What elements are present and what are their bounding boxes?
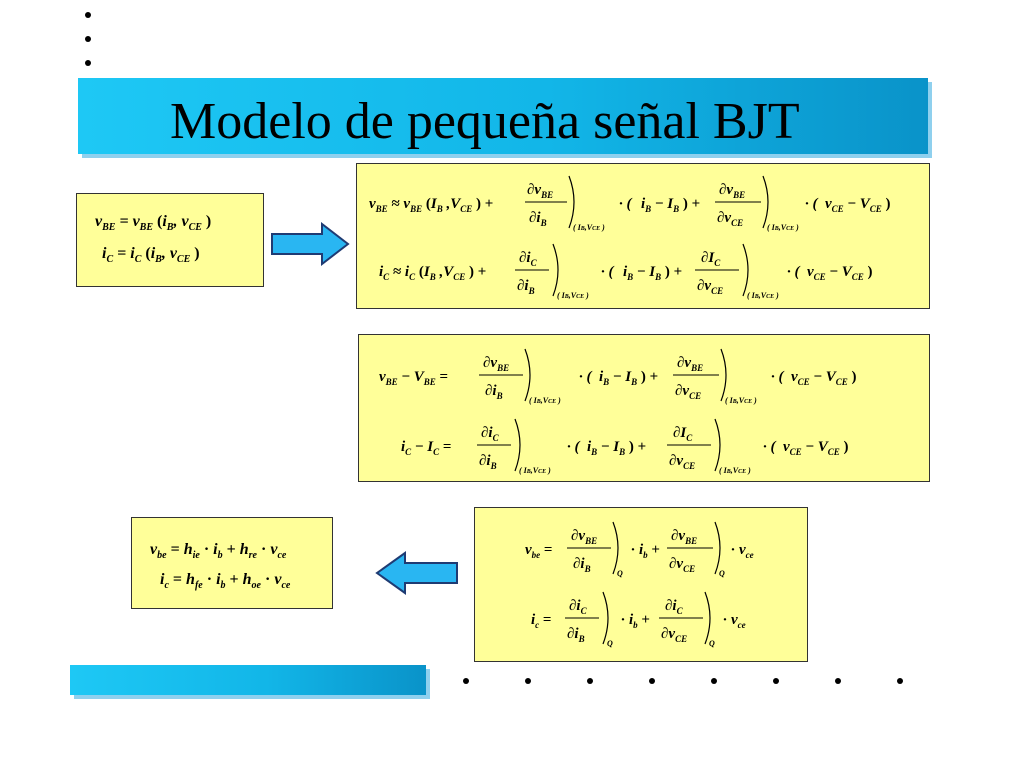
svg-text:ib +: ib + (639, 542, 660, 560)
svg-text:· (: · ( (579, 369, 593, 385)
svg-text:∂iC: ∂iC (569, 598, 588, 616)
bullet-dot (85, 12, 91, 18)
bullet-dot (897, 678, 903, 684)
svg-text:Q: Q (719, 569, 725, 578)
svg-text:∂iC: ∂iC (665, 598, 684, 616)
svg-text:∂iC: ∂iC (519, 250, 538, 268)
svg-text:∂iB: ∂iB (567, 626, 585, 644)
svg-text:Q: Q (709, 639, 715, 648)
equation-functions: vBE = vBE (iB, vCE ) iC = iC (iB, vCE ) (95, 213, 211, 265)
svg-text:∂vCE: ∂vCE (669, 453, 695, 471)
svg-text:iB − IB ) +: iB − IB ) + (623, 264, 682, 282)
bullet-dot (463, 678, 469, 684)
left-arrow-icon (375, 551, 458, 595)
svg-text:iC = iC (iB, vCE ): iC = iC (iB, vCE ) (102, 245, 200, 265)
svg-text:vCE − VCE ): vCE − VCE ) (783, 439, 849, 457)
svg-text:ic =: ic = (531, 612, 551, 630)
equation-deviation: vBE − VBE = ∂vBE ∂iB ( IB,VCE ) · ( iB − … (379, 348, 857, 475)
svg-text:∂iC: ∂iC (481, 425, 500, 443)
svg-text:∂iB: ∂iB (573, 556, 591, 574)
svg-text:vBE ≈ vBE (IB ,VCE ) +: vBE ≈ vBE (IB ,VCE ) + (369, 196, 493, 214)
svg-text:∂vBE: ∂vBE (483, 355, 509, 373)
svg-text:∂IC: ∂IC (701, 250, 721, 268)
svg-text:( IB,VCE ): ( IB,VCE ) (747, 291, 779, 300)
svg-text:vbe = hie · ib + hre · vce: vbe = hie · ib + hre · vce (150, 541, 287, 561)
svg-text:·: · (731, 542, 735, 558)
equation-taylor: vBE ≈ vBE (IB ,VCE ) + ∂vBE ∂iB ( IB,VCE… (369, 175, 891, 300)
equation-box-deviation: vBE − VBE = ∂vBE ∂iB ( IB,VCE ) · ( iB − … (358, 334, 930, 482)
equation-box-taylor: vBE ≈ vBE (IB ,VCE ) + ∂vBE ∂iB ( IB,VCE… (356, 163, 930, 309)
svg-text:· (: · ( (771, 369, 785, 385)
svg-text:iC − IC =: iC − IC = (401, 439, 451, 457)
equation-small-signal: vbe = ∂vBE ∂iB Q · ib + ∂vBE ∂vCE Q · vc… (525, 521, 754, 648)
svg-text:∂vBE: ∂vBE (671, 528, 697, 546)
svg-text:vBE − VBE =: vBE − VBE = (379, 369, 448, 387)
svg-text:∂vCE: ∂vCE (669, 556, 695, 574)
slide-title: Modelo de pequeña señal BJT (170, 93, 800, 150)
right-arrow-icon (271, 222, 350, 266)
svg-text:· (: · ( (601, 264, 615, 280)
equation-box-functions: vBE = vBE (iB, vCE ) iC = iC (iB, vCE ) (76, 193, 264, 287)
svg-text:vce: vce (739, 542, 754, 560)
svg-text:iC ≈ iC (IB ,VCE ) +: iC ≈ iC (IB ,VCE ) + (379, 264, 486, 282)
svg-text:· (: · ( (567, 439, 581, 455)
svg-text:( IB,VCE ): ( IB,VCE ) (529, 396, 561, 405)
svg-text:( IB,VCE ): ( IB,VCE ) (767, 223, 799, 232)
svg-text:( IB,VCE ): ( IB,VCE ) (557, 291, 589, 300)
svg-text:vCE − VCE ): vCE − VCE ) (825, 196, 891, 214)
svg-text:iB − IB ) +: iB − IB ) + (641, 196, 700, 214)
svg-text:ib +: ib + (629, 612, 650, 630)
bullet-dot (85, 36, 91, 42)
svg-text:∂vBE: ∂vBE (677, 355, 703, 373)
svg-text:∂iB: ∂iB (517, 278, 535, 296)
svg-text:∂vBE: ∂vBE (719, 182, 745, 200)
bullet-dot (649, 678, 655, 684)
bullet-dot (773, 678, 779, 684)
svg-text:· (: · ( (619, 196, 633, 212)
svg-text:· (: · ( (805, 196, 819, 212)
svg-text:( IB,VCE ): ( IB,VCE ) (519, 466, 551, 475)
title-band (78, 78, 928, 154)
footer-band (70, 665, 426, 695)
svg-text:∂vBE: ∂vBE (571, 528, 597, 546)
svg-text:∂vCE: ∂vCE (717, 210, 743, 228)
svg-text:∂vCE: ∂vCE (697, 278, 723, 296)
svg-text:∂IC: ∂IC (673, 425, 693, 443)
svg-text:vBE = vBE (iB, vCE ): vBE = vBE (iB, vCE ) (95, 213, 211, 233)
svg-text:∂vBE: ∂vBE (527, 182, 553, 200)
svg-text:∂iB: ∂iB (479, 453, 497, 471)
equation-box-h-parameters: vbe = hie · ib + hre · vce ic = hfe · ib… (131, 517, 333, 609)
svg-text:· (: · ( (763, 439, 777, 455)
svg-text:( IB,VCE ): ( IB,VCE ) (725, 396, 757, 405)
bullet-dot (835, 678, 841, 684)
svg-text:( IB,VCE ): ( IB,VCE ) (573, 223, 605, 232)
svg-text:·: · (723, 612, 727, 628)
svg-text:·: · (621, 612, 625, 628)
svg-text:Q: Q (617, 569, 623, 578)
svg-text:vce: vce (731, 612, 746, 630)
svg-text:vCE − VCE ): vCE − VCE ) (791, 369, 857, 387)
bullet-dot (587, 678, 593, 684)
bullet-dot (85, 60, 91, 66)
bullet-dot (711, 678, 717, 684)
svg-text:·: · (631, 542, 635, 558)
svg-text:ic = hfe · ib + hoe · vce: ic = hfe · ib + hoe · vce (160, 571, 291, 591)
svg-text:vbe =: vbe = (525, 542, 552, 560)
svg-text:vCE − VCE ): vCE − VCE ) (807, 264, 873, 282)
bullet-dot (525, 678, 531, 684)
svg-text:( IB,VCE ): ( IB,VCE ) (719, 466, 751, 475)
svg-text:∂vCE: ∂vCE (675, 383, 701, 401)
svg-text:· (: · ( (787, 264, 801, 280)
equation-h-parameters: vbe = hie · ib + hre · vce ic = hfe · ib… (150, 541, 291, 591)
svg-text:iB − IB ) +: iB − IB ) + (599, 369, 658, 387)
svg-text:∂iB: ∂iB (529, 210, 547, 228)
equation-box-small-signal: vbe = ∂vBE ∂iB Q · ib + ∂vBE ∂vCE Q · vc… (474, 507, 808, 662)
svg-text:iB − IB ) +: iB − IB ) + (587, 439, 646, 457)
svg-text:∂iB: ∂iB (485, 383, 503, 401)
svg-text:∂vCE: ∂vCE (661, 626, 687, 644)
svg-text:Q: Q (607, 639, 613, 648)
